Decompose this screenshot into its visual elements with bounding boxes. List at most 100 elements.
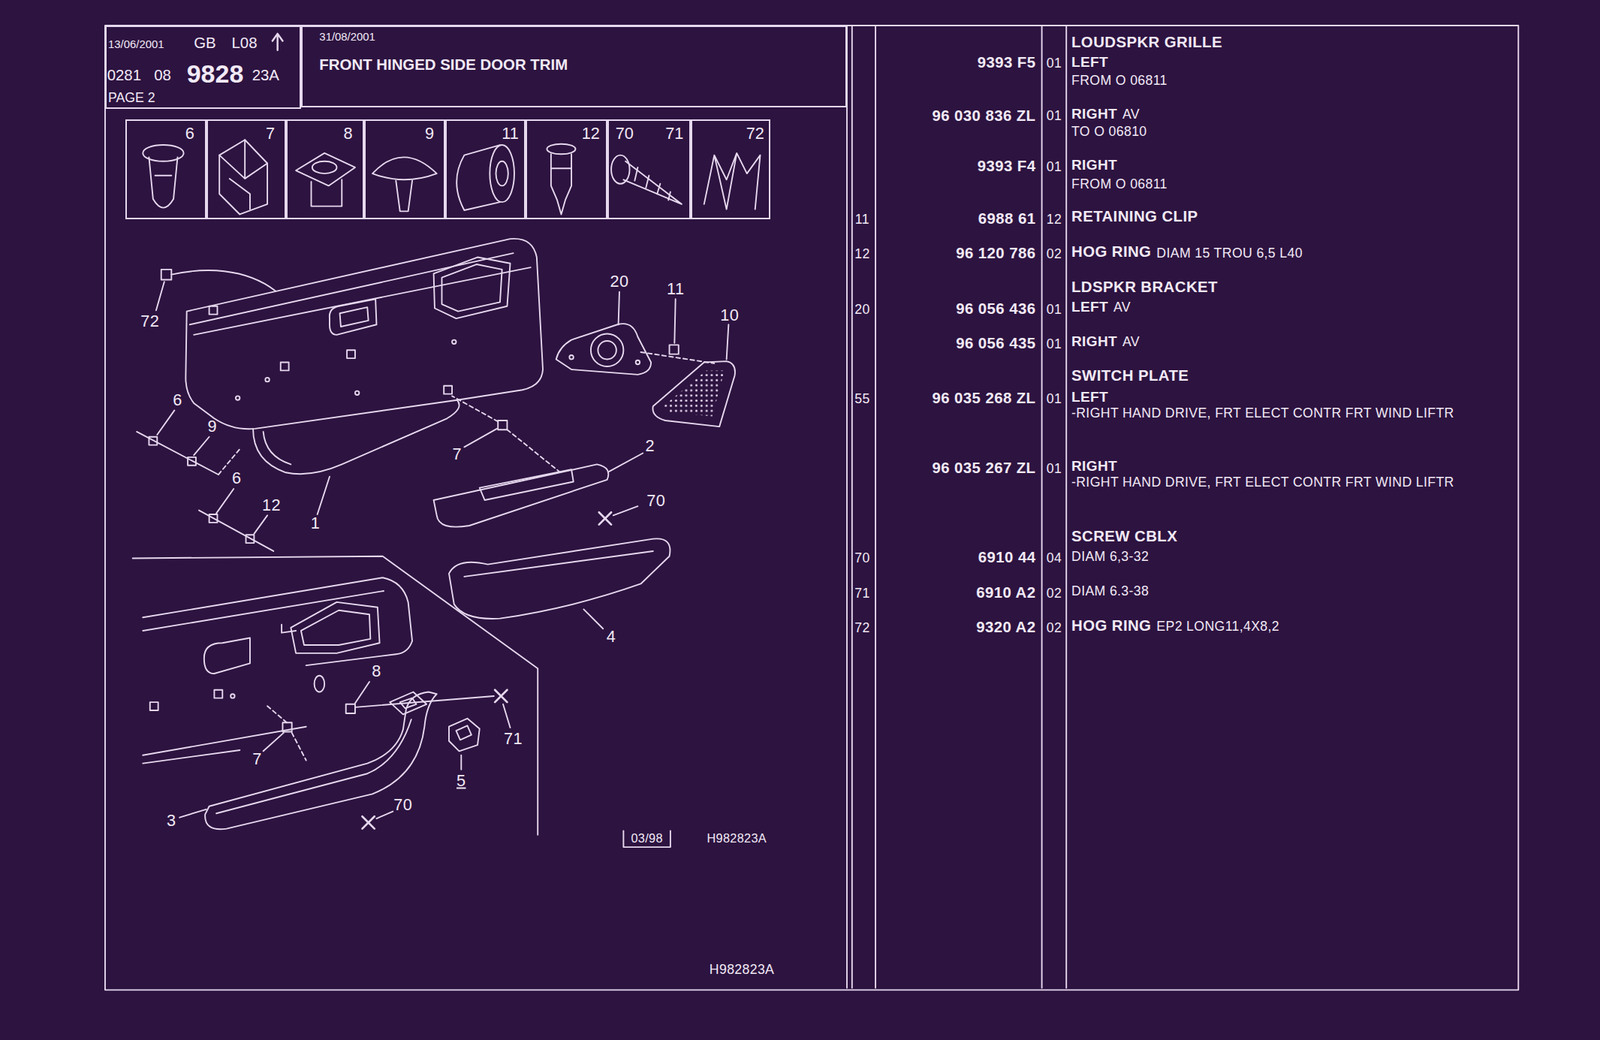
- ref-number: 12: [854, 246, 870, 262]
- part-number: 96 035 268 ZL: [932, 390, 1037, 408]
- switch-bracket: [448, 718, 480, 751]
- part-heading: HOG RING: [1071, 617, 1152, 636]
- description: LEFT: [1071, 388, 1109, 406]
- header-field: 0281: [107, 66, 142, 85]
- callout-number: 11: [666, 279, 684, 299]
- inset-frame: [132, 556, 539, 835]
- callout-number: 70: [615, 124, 634, 144]
- header-field: GB: [193, 35, 216, 53]
- description: AV: [1122, 106, 1140, 122]
- callout-number: 7: [252, 750, 263, 769]
- description-note: -RIGHT HAND DRIVE, FRT ELECT CONTR FRT W…: [1071, 474, 1490, 490]
- column-rule: [1041, 25, 1043, 989]
- part-heading: SCREW CBLX: [1071, 527, 1178, 546]
- description: RIGHT: [1071, 156, 1118, 174]
- part-number: 6988 61: [978, 210, 1037, 228]
- icon-cell: 8: [286, 119, 365, 220]
- icon-cell: 12: [525, 119, 608, 220]
- description: LEFT: [1071, 54, 1109, 71]
- quantity: 02: [1046, 620, 1062, 636]
- date-bracket: [623, 830, 671, 847]
- date-text: 31/08/2001: [319, 31, 376, 45]
- callout-number: 71: [665, 124, 684, 144]
- leader-lines: [179, 681, 510, 829]
- description: RIGHT: [1071, 458, 1118, 475]
- part-heading: LOUDSPKR GRILLE: [1071, 33, 1223, 52]
- armrest: [448, 538, 670, 619]
- date-code: 03/98: [630, 830, 663, 845]
- part-number: 96 056 435: [955, 334, 1036, 353]
- page-frame: [105, 25, 1519, 990]
- description: RIGHT: [1071, 105, 1118, 123]
- door-trim-panel: [142, 577, 413, 763]
- header-field: L08: [231, 35, 257, 53]
- callout-number: 6: [172, 390, 183, 410]
- callout-number: 71: [503, 729, 523, 748]
- quantity: 12: [1046, 211, 1062, 227]
- quantity: 01: [1046, 461, 1062, 477]
- quantity: 02: [1046, 584, 1062, 600]
- ref-number: 72: [854, 620, 870, 636]
- callout-number: 7: [265, 124, 275, 144]
- column-rule: [874, 25, 877, 989]
- part-number: 96 035 267 ZL: [932, 459, 1037, 477]
- callout-number: 12: [581, 124, 600, 144]
- page-title: FRONT HINGED SIDE DOOR TRIM: [319, 56, 568, 74]
- part-number: 9320 A2: [976, 618, 1036, 636]
- part-number: 9393 F5: [977, 54, 1037, 73]
- callout-number: 20: [609, 272, 629, 292]
- description: RIGHT: [1071, 333, 1118, 350]
- quantity: 01: [1046, 301, 1062, 317]
- callout-number: 1: [310, 514, 321, 534]
- callout-number: 3: [166, 810, 177, 830]
- drawing-code: H982823A: [709, 961, 775, 977]
- speaker-bracket: [556, 323, 651, 375]
- part-number: 96 030 836 ZL: [932, 107, 1037, 125]
- speaker-grille: [652, 361, 736, 427]
- quantity: 01: [1046, 55, 1062, 71]
- ref-number: 70: [854, 550, 870, 566]
- callout-number: 12: [262, 495, 281, 515]
- callout-number: 70: [393, 795, 413, 815]
- part-number: 6910 44: [978, 549, 1037, 567]
- callout-number: 7: [452, 444, 463, 464]
- quantity: 01: [1046, 158, 1062, 174]
- header-box: 13/06/2001GBL08028108982823APAGE 2: [105, 25, 302, 109]
- callout-number: 72: [140, 312, 160, 332]
- fastener-icons: [142, 139, 760, 214]
- icon-cell: 72: [690, 119, 771, 220]
- description-note: TO O 06810: [1071, 123, 1148, 139]
- ref-number: 11: [855, 211, 870, 227]
- quantity: 01: [1046, 107, 1062, 123]
- callout-number: 9: [207, 417, 217, 437]
- header-field: 9828: [186, 60, 245, 90]
- callout-number: 72: [746, 124, 765, 144]
- description: AV: [1113, 299, 1131, 315]
- callout-number: 6: [185, 124, 195, 144]
- callout-number: 5: [456, 771, 467, 790]
- ref-number: 20: [854, 301, 870, 317]
- part-heading: RETAINING CLIP: [1071, 208, 1198, 226]
- part-number: 96 056 436: [955, 300, 1036, 318]
- icon-cell: 6: [125, 119, 206, 220]
- drawing-code: H982823A: [706, 830, 767, 845]
- description-note: FROM O 06811: [1071, 72, 1168, 88]
- description-note: DIAM 6.3-38: [1071, 583, 1149, 599]
- callout-number: 11: [501, 124, 519, 144]
- part-heading: LDSPKR BRACKET: [1071, 279, 1218, 297]
- icon-cell: 70 71: [607, 119, 691, 220]
- callout-number: 70: [646, 491, 666, 511]
- description-note: EP2 LONG11,4X8,2: [1156, 618, 1280, 634]
- part-heading: SWITCH PLATE: [1071, 367, 1189, 386]
- callout-number: 9: [424, 124, 434, 144]
- grab-handle: [204, 692, 437, 830]
- header-field: PAGE 2: [108, 90, 156, 106]
- part-number: 6910 A2: [976, 584, 1036, 602]
- description-note: DIAM 6,3-32: [1071, 548, 1149, 564]
- callout-number: 8: [343, 124, 353, 144]
- quantity: 01: [1046, 391, 1062, 407]
- description-note: -RIGHT HAND DRIVE, FRT ELECT CONTR FRT W…: [1071, 405, 1490, 421]
- callout-number: 6: [232, 469, 242, 489]
- header-field: 08: [153, 66, 172, 85]
